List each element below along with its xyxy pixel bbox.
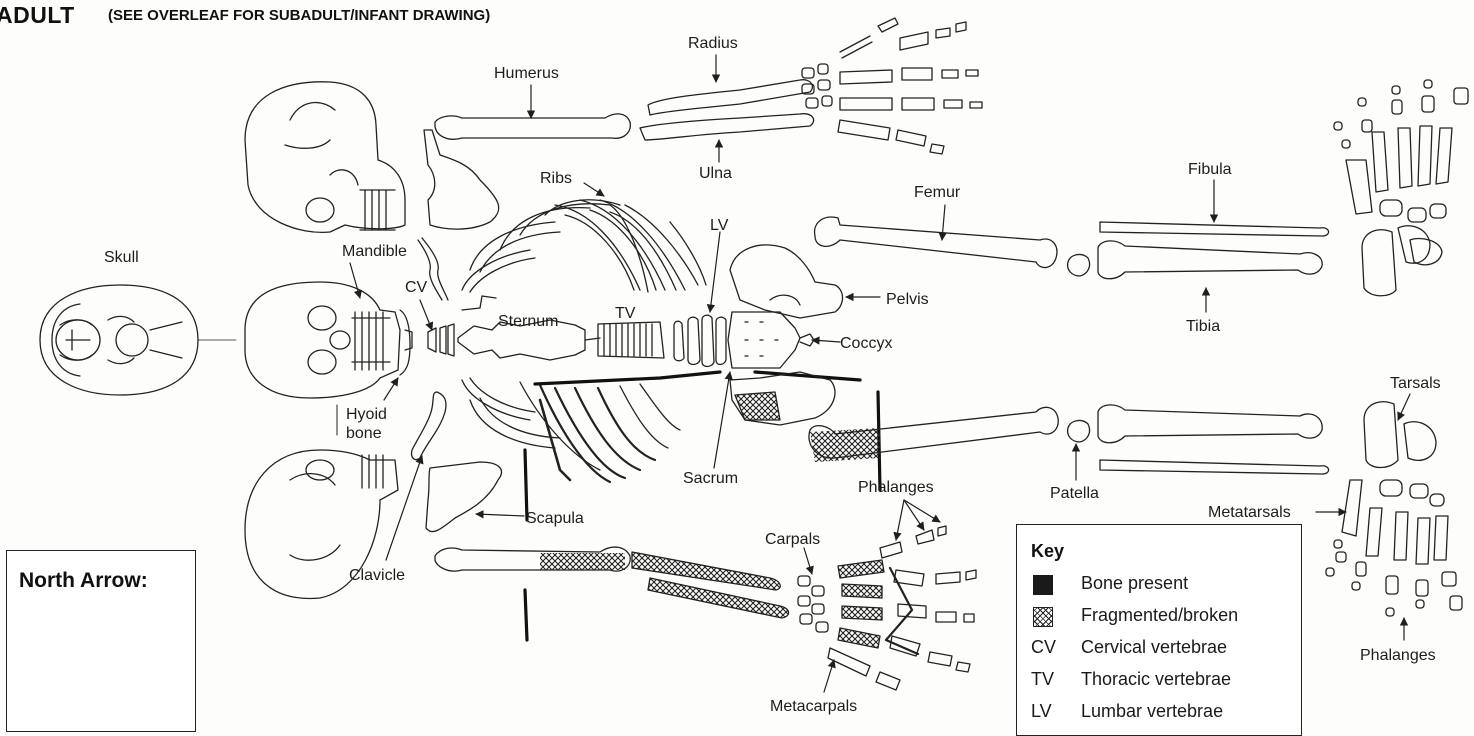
page-subtitle: (SEE OVERLEAF FOR SUBADULT/INFANT DRAWIN…: [108, 7, 490, 24]
label-humerus: Humerus: [494, 66, 559, 82]
key-row-symbol: LV: [1031, 701, 1065, 722]
label-sternum: Sternum: [498, 314, 558, 330]
key-row-symbol: CV: [1031, 637, 1065, 658]
lumbar-vertebrae: [674, 315, 726, 366]
key-row-text: Cervical vertebrae: [1081, 637, 1227, 658]
fragmented-swatch: [1033, 607, 1053, 627]
label-patella: Patella: [1050, 486, 1099, 502]
label-coccyx: Coccyx: [840, 336, 892, 352]
skull-lateral-top: [245, 82, 405, 233]
label-mandible: Mandible: [342, 244, 407, 260]
label-clavicle: Clavicle: [349, 568, 405, 584]
label-phalanges-hand: Phalanges: [858, 480, 934, 496]
ribs-upper: [462, 200, 706, 310]
key-legend: Key Bone present Fragmented/broken CV Ce…: [1016, 524, 1302, 736]
key-title: Key: [1031, 541, 1064, 562]
hand-lower: [798, 526, 976, 690]
label-fibula: Fibula: [1188, 162, 1232, 178]
key-row: CV Cervical vertebrae: [1031, 637, 1065, 658]
label-phalanges-foot: Phalanges: [1360, 648, 1436, 664]
label-skull: Skull: [104, 250, 139, 266]
key-row: TV Thoracic vertebrae: [1031, 669, 1065, 690]
page-title: ADULT: [0, 2, 75, 29]
label-metacarpals: Metacarpals: [770, 699, 857, 715]
label-tarsals: Tarsals: [1390, 376, 1441, 392]
hand-upper: [802, 18, 982, 154]
label-tibia: Tibia: [1186, 319, 1220, 335]
thoracic-vertebrae: [598, 322, 664, 358]
ribs-lower: [462, 378, 680, 482]
north-arrow-title: North Arrow:: [19, 569, 148, 593]
label-carpals: Carpals: [765, 532, 820, 548]
label-hyoid: Hyoid: [346, 407, 387, 423]
label-lv: LV: [710, 218, 728, 234]
label-femur: Femur: [914, 185, 960, 201]
label-hyoid-bone: bone: [346, 426, 382, 442]
label-radius: Radius: [688, 36, 738, 52]
key-row-text: Thoracic vertebrae: [1081, 669, 1231, 690]
label-ribs: Ribs: [540, 171, 572, 187]
key-row-symbol: TV: [1031, 669, 1065, 690]
label-sacrum: Sacrum: [683, 471, 738, 487]
key-row-text: Bone present: [1081, 573, 1188, 594]
label-pelvis: Pelvis: [886, 292, 929, 308]
north-arrow-box: North Arrow:: [6, 550, 196, 732]
label-tv: TV: [615, 306, 635, 322]
skull-frontal: [245, 282, 400, 398]
foot-upper: [1334, 80, 1468, 296]
skull-top-view: [40, 285, 236, 395]
bone-present-swatch: [1033, 575, 1053, 595]
key-row: LV Lumbar vertebrae: [1031, 701, 1065, 722]
key-row-text: Fragmented/broken: [1081, 605, 1238, 626]
key-row-text: Lumbar vertebrae: [1081, 701, 1223, 722]
label-ulna: Ulna: [699, 166, 732, 182]
label-metatarsals: Metatarsals: [1208, 505, 1291, 521]
label-cv: CV: [405, 280, 427, 296]
foot-lower: [1326, 402, 1462, 616]
label-scapula: Scapula: [526, 511, 584, 527]
